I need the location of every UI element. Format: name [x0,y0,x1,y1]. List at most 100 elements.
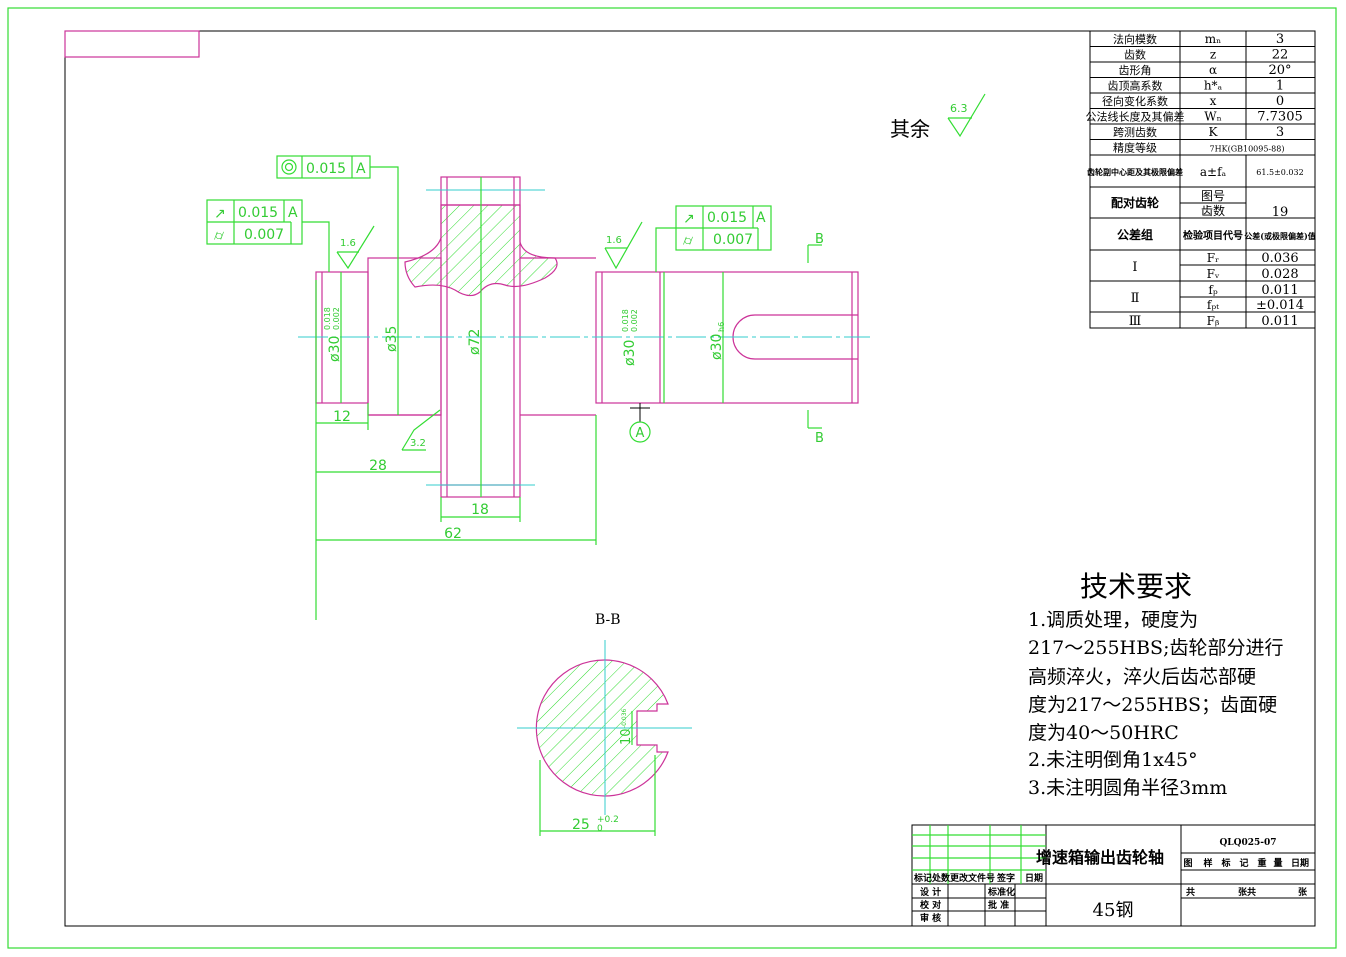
param-label: 公法线长度及其偏差 [1086,110,1185,124]
param-value: 3 [1276,125,1284,140]
geo-tol-value: 0.007 [244,227,284,243]
param-value: 0 [1276,94,1284,109]
runout-icon: ↗ [683,211,695,227]
param-symbol: x [1210,94,1217,108]
tol-group-3: Ⅲ [1129,314,1142,329]
roughness-rest-value: 6.3 [950,102,968,115]
geo-tol-datum: A [756,210,766,226]
dim-bb-width: 25 [572,817,590,833]
center-distance-symbol: a±fₐ [1200,165,1227,179]
tech-req-line: 2.未注明倒角1x45° [1028,749,1198,771]
geo-tol-frame-coaxiality: 0.015 A [276,155,399,258]
dim-d30-right: ø30 [709,334,725,360]
dim-length-12: 12 [333,409,351,425]
tol-code: Fᵥ [1207,267,1220,281]
mating-gear-drawing-no: 图号 [1201,189,1225,203]
param-label: 齿数 [1124,49,1146,62]
tol-group-2: Ⅱ [1131,291,1140,306]
dim-bb-slot-tol: -0.036 [621,708,628,728]
tech-req-line: 度为217～255HBS；齿面硬 [1028,694,1277,716]
std-label: 标准化 [987,886,1015,898]
param-symbol: K [1209,125,1219,139]
title-col-header: 样 [1203,857,1212,869]
cylindricity-icon: ⌭ [214,228,224,244]
sign-header: 标记 [913,872,932,884]
title-col-header: 重 [1257,857,1266,869]
sheet-of-label: 张共 [1238,886,1256,898]
section-mark-top: B [815,232,824,247]
tol-code: Fᵦ [1207,314,1220,328]
geo-tol-value: 0.015 [306,161,346,177]
param-label: 跨测齿数 [1113,126,1157,139]
geo-tol-frame-left: ↗ 0.015 A ⌭ 0.007 [206,199,330,272]
dim-d72: ø72 [467,329,483,355]
dim-length-62: 62 [444,526,462,542]
material: 45钢 [1093,900,1134,921]
dim-length-18: 18 [471,502,489,518]
tech-req-line: 度为40～50HRC [1028,722,1179,744]
roughness-rest-label: 其余 [890,117,930,141]
param-label: 齿形角 [1119,64,1152,77]
outer-border [7,7,1337,949]
tol-code: fₚ [1208,283,1217,297]
tol-value-header: 公差(或极限偏差)值 [1244,231,1316,241]
dim-d30-mid: ø30 [622,340,638,366]
check-label: 校 对 [920,899,941,911]
tech-req-line: 1.调质处理，硬度为 [1028,609,1198,631]
param-label: 法向模数 [1113,32,1157,46]
geo-tol-value: 0.007 [713,232,753,248]
param-label: 精度等级 [1113,141,1157,155]
sign-header: 更改文件号 [950,872,995,884]
tol-value: 0.011 [1261,283,1298,298]
dim-d30-mid-tol-up: 0.018 [621,309,630,332]
param-value: 7.7305 [1257,110,1303,125]
title-col-header: 标 [1220,857,1230,869]
title-col-header: 日期 [1291,857,1309,869]
technical-requirements: 技术要求 1.调质处理，硬度为 217～255HBS;齿轮部分进行 高频淬火，淬… [1028,570,1283,799]
tol-item-header: 检验项目代号 [1183,229,1243,242]
geo-tol-value: 0.015 [238,205,278,221]
dim-d30-right-tol: h6 [717,322,726,332]
roughness-mark: 3.2 [410,438,426,449]
param-value: 20° [1268,63,1291,78]
tech-req-line: 高频淬火，淬火后齿芯部硬 [1028,666,1256,688]
param-value: 22 [1272,48,1289,63]
geo-tol-datum: A [356,161,366,177]
title-col-header: 记 [1239,857,1248,869]
center-distance-label: 齿轮副中心距及其极限偏差 [1087,167,1183,177]
param-symbol: z [1210,48,1216,62]
mating-gear-teeth-value: 19 [1272,205,1289,220]
param-value: 3 [1276,32,1284,47]
dim-bb-width-tol-lo: 0 [597,824,603,834]
param-label: 径向变化系数 [1102,94,1168,108]
tech-req-title: 技术要求 [1080,570,1192,603]
dim-d35: ø35 [384,326,400,352]
shaft-main-view: A B B ø30 0.018 0.002 ø35 ø72 ø30 0.018 … [206,93,986,620]
dim-bb-slot: 10 [619,728,634,745]
section-mark-bottom: B [815,431,824,446]
title-col-header: 量 [1273,857,1282,869]
tol-group-1: Ⅰ [1132,260,1137,275]
inner-border [64,30,1316,927]
roughness-mark: 1.6 [340,238,356,249]
dim-length-28: 28 [369,458,387,474]
title-block: 标记 处数 更改文件号 签字 日期 设 计 校 对 审 核 标准化 批 准 增速… [911,824,1316,927]
dim-d30-mid-tol-lo: 0.002 [630,309,639,332]
sheet-unit-label: 张 [1298,886,1308,898]
tol-code: Fᵣ [1207,251,1220,265]
geo-tol-frame-right: ↗ 0.015 A ⌭ 0.007 [655,205,772,272]
tol-value: 0.011 [1261,314,1298,329]
dim-bb-width-tol-up: +0.2 [597,815,619,825]
tol-value: ±0.014 [1256,298,1304,313]
drawing-number: QLQ025-07 [1219,838,1276,848]
mating-gear-label: 配对齿轮 [1111,195,1160,210]
datum-a-label: A [636,426,645,441]
tol-value: 0.036 [1261,251,1298,266]
mating-gear-teeth-label: 齿数 [1201,203,1225,218]
param-symbol: mₙ [1205,32,1222,46]
section-title: B-B [595,612,621,628]
approve-label: 批 准 [988,899,1009,911]
sign-header: 日期 [1025,872,1043,884]
